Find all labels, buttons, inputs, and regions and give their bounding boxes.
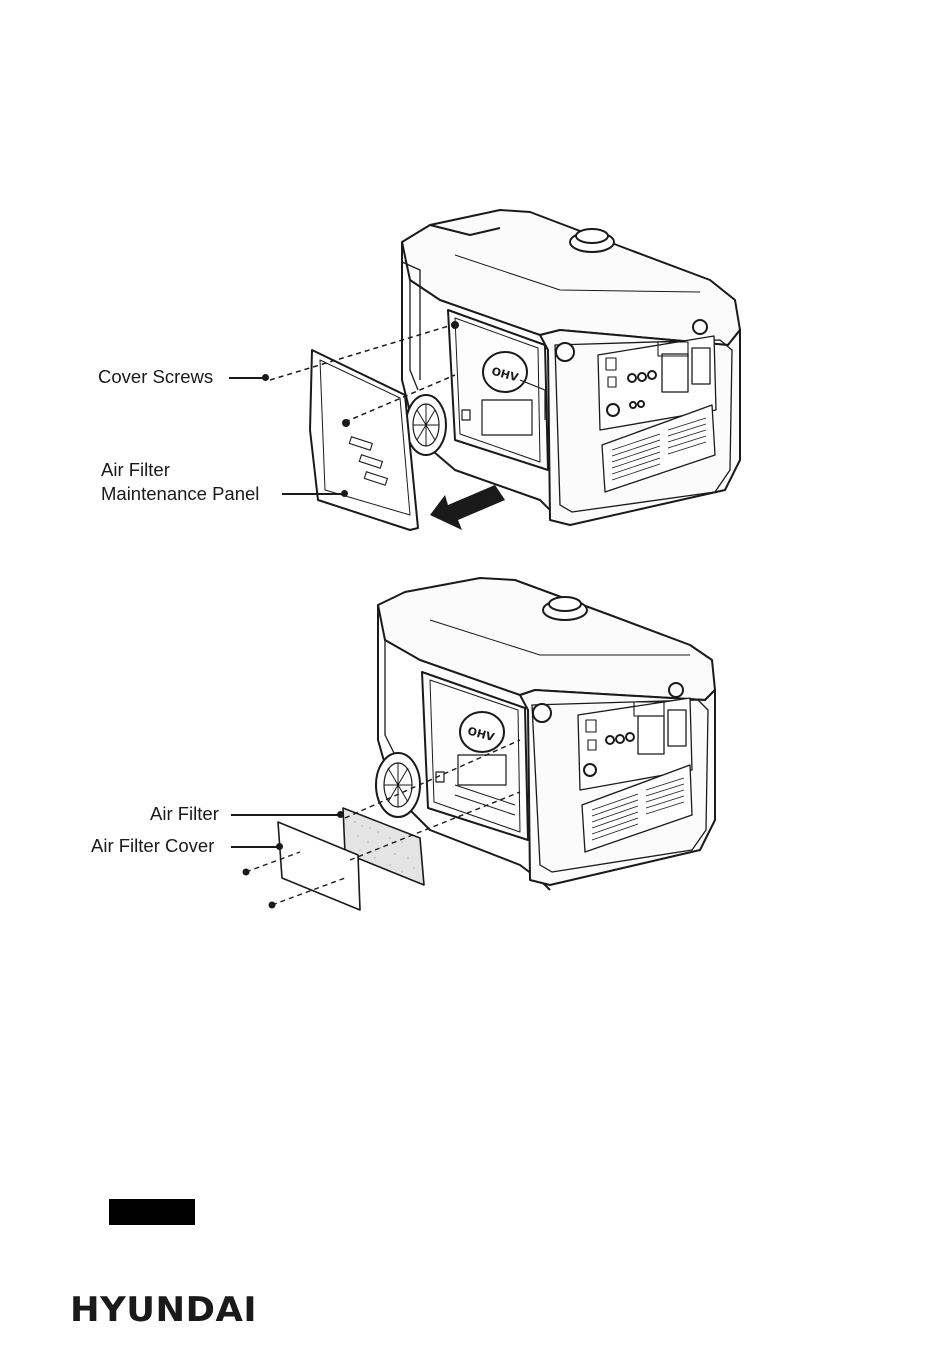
label-air-filter-panel-line2: Maintenance Panel bbox=[101, 482, 259, 506]
generator-illustration-2: OHV bbox=[0, 560, 937, 920]
leader-dot bbox=[276, 843, 283, 850]
leader-maintenance-panel bbox=[282, 493, 344, 495]
removal-arrow bbox=[430, 485, 505, 530]
leader-dot bbox=[262, 374, 269, 381]
leader-dot bbox=[341, 490, 348, 497]
leader-dot bbox=[337, 811, 344, 818]
leader-cover-screws bbox=[229, 377, 265, 379]
page-number-tab bbox=[109, 1199, 195, 1225]
label-air-filter: Air Filter bbox=[150, 802, 219, 826]
label-air-filter-cover: Air Filter Cover bbox=[91, 834, 214, 858]
label-air-filter-panel-line1: Air Filter bbox=[101, 458, 170, 482]
label-cover-screws: Cover Screws bbox=[98, 365, 213, 389]
brand-logo: HYUNDAI bbox=[70, 1290, 257, 1330]
leader-air-filter bbox=[231, 814, 339, 816]
leader-air-filter-cover bbox=[231, 846, 279, 848]
